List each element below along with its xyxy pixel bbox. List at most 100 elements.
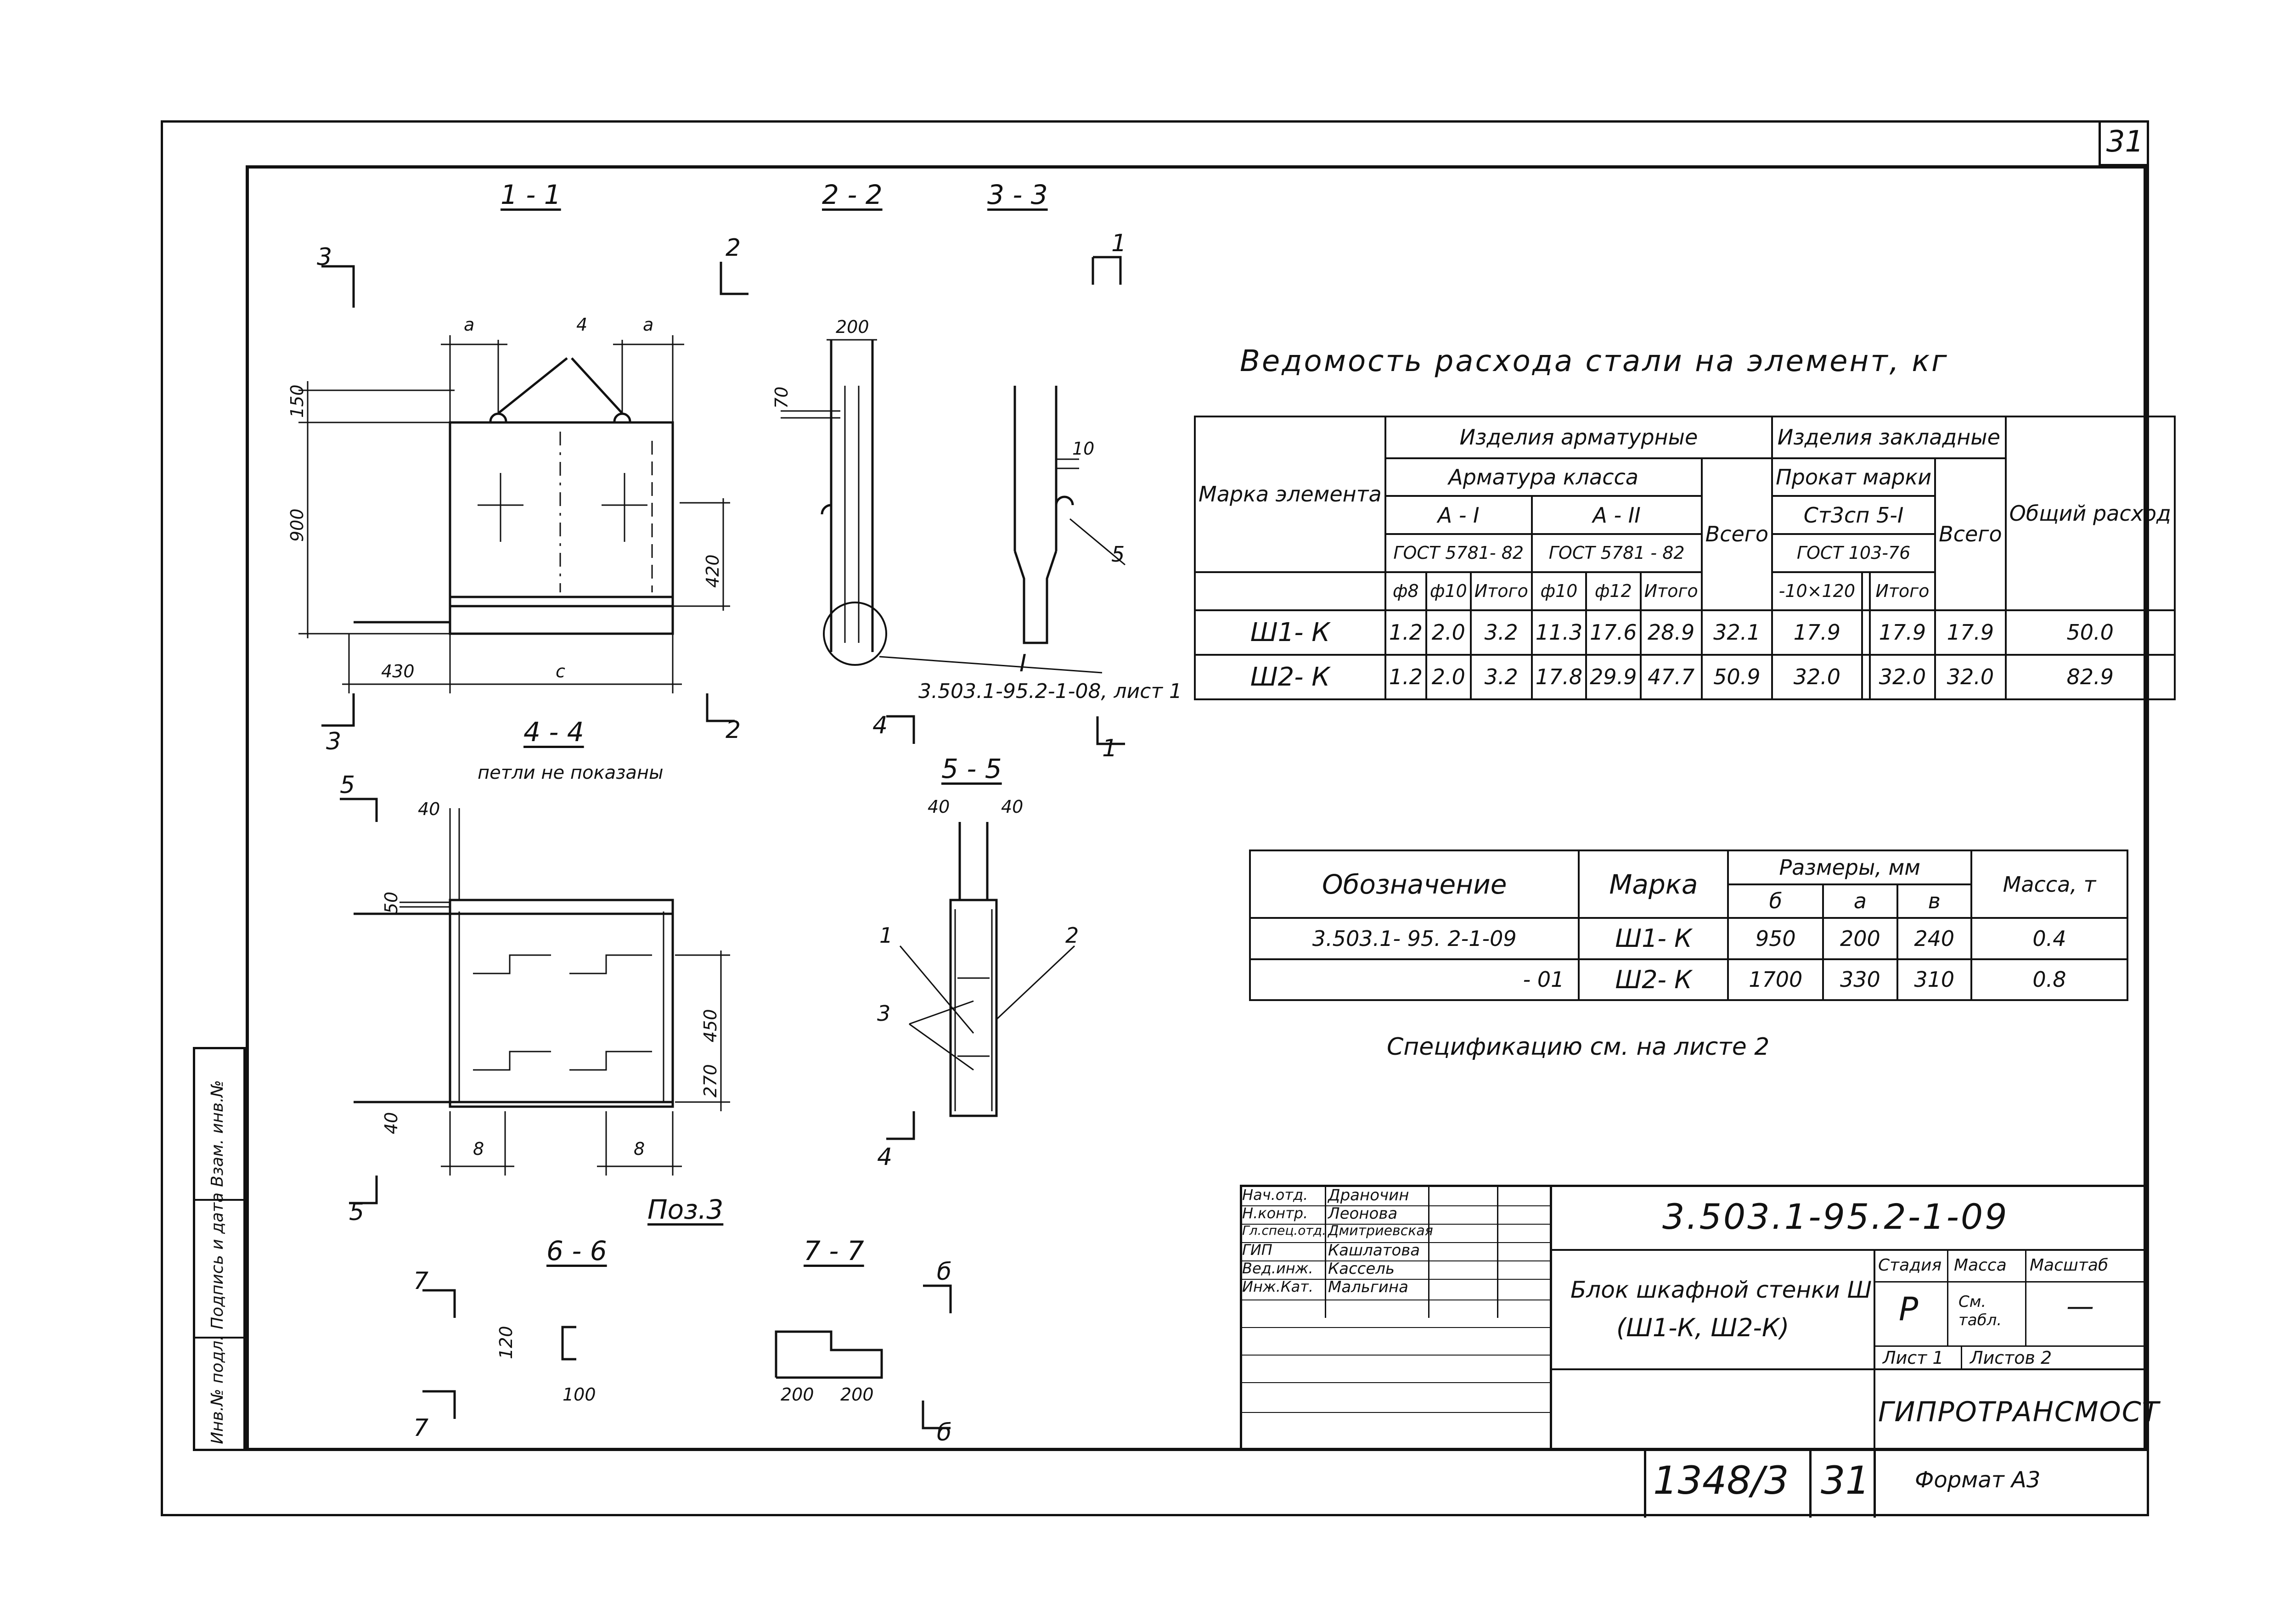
cell: Ш1- К <box>1578 917 1729 960</box>
cell: 3.503.1- 95. 2-1-09 <box>1249 917 1580 960</box>
cell: 32.0 <box>1771 653 1863 701</box>
dim-50: 50 <box>381 891 401 914</box>
th-f10b: ф10 <box>1531 571 1587 611</box>
steel-table-title: Ведомость расхода стали на элемент, кг <box>1240 344 1949 378</box>
th-blank <box>1861 571 1871 611</box>
dim-a-right: a <box>643 315 654 335</box>
section-3-3: 3 - 3 <box>987 179 1048 210</box>
specification-note: Спецификацию см. на листе 2 <box>1387 1033 1770 1061</box>
th-designation: Обозначение <box>1249 849 1580 919</box>
document-code: 3.503.1-95.2-1-09 <box>1662 1196 2009 1237</box>
cell: 47.7 <box>1639 653 1703 701</box>
cut-mark-1-top: 1 <box>1111 230 1127 257</box>
dim-420: 420 <box>703 554 723 588</box>
th-1012: -10×120 <box>1771 571 1863 611</box>
th-sizes: Размеры, мм <box>1727 850 1972 885</box>
cell: 17.9 <box>1868 609 1936 656</box>
table-row: 3.503.1- 95. 2-1-09 Ш1- К 950 200 240 0.… <box>1249 917 2129 960</box>
dim-900: 900 <box>287 508 307 542</box>
dim-c: c <box>556 661 565 681</box>
scale-header: Масштаб <box>2030 1256 2109 1275</box>
dim-70: 70 <box>771 386 792 409</box>
th-arm-class: Арматура класса <box>1384 457 1703 497</box>
dim-150: 150 <box>287 384 307 418</box>
name-4: Кассель <box>1328 1260 1395 1278</box>
cut-mark-5-top: 5 <box>340 771 355 799</box>
name-2: Дмитриевская <box>1328 1223 1433 1239</box>
cell: 200 <box>1822 917 1898 960</box>
role-4: Вед.инж. <box>1242 1260 1313 1277</box>
cell: Ш2- К <box>1578 958 1729 1001</box>
table-row: Ш1- К 1.2 2.0 3.2 11.3 17.6 28.9 32.1 17… <box>1194 609 2176 656</box>
name-0: Драночин <box>1328 1186 1409 1204</box>
role-5: Инж.Кат. <box>1242 1278 1313 1295</box>
dim-b-right: 8 <box>634 1139 645 1159</box>
th-embedded: Изделия закладные <box>1771 416 2007 459</box>
th-itogo-1: Итого <box>1469 571 1533 611</box>
section-7-7: 7 - 7 <box>804 1235 864 1266</box>
cell: 32.0 <box>1868 653 1936 701</box>
th-size-a: а <box>1822 883 1898 919</box>
mass-value: См. табл. <box>1958 1293 2002 1329</box>
cell: 17.9 <box>1934 609 2007 656</box>
th-f12: ф12 <box>1585 571 1642 611</box>
scale-value: — <box>2066 1290 2094 1322</box>
dimensions-table: Обозначение Марка Размеры, мм Масса, т б… <box>1249 849 2129 1001</box>
cell: 330 <box>1822 958 1898 1001</box>
dim-b-left: 8 <box>473 1139 484 1159</box>
th-mass: Масса, т <box>1970 849 2129 919</box>
th-vsego-1: Всего <box>1700 457 1773 611</box>
th-gost-3: ГОСТ 103-76 <box>1771 533 1936 573</box>
side-stamp-replacement: Взам. инв.№ <box>208 1080 227 1187</box>
th-AI: А - I <box>1384 495 1533 535</box>
pos3-label: Поз.3 <box>647 1194 724 1225</box>
cell: 2.0 <box>1425 609 1472 656</box>
cell: 17.9 <box>1771 609 1863 656</box>
cell: 50.9 <box>1700 653 1773 701</box>
cell: 1.2 <box>1384 609 1427 656</box>
role-0: Нач.отд. <box>1242 1186 1308 1204</box>
th-gost-2: ГОСТ 5781 - 82 <box>1531 533 1703 573</box>
dim-430: 430 <box>381 661 415 681</box>
dim-40-5-5-right: 40 <box>1001 797 1024 817</box>
paper-format: Формат А3 <box>1915 1467 2041 1493</box>
cell: - 01 <box>1249 958 1580 1001</box>
loops-not-shown-note: петли не показаны <box>478 762 664 783</box>
cut-mark-1-bottom: 1 <box>1102 735 1118 762</box>
cell: 29.9 <box>1585 653 1642 701</box>
detail-I-label: I <box>1019 650 1027 677</box>
th-empty <box>1194 571 1386 611</box>
cell <box>1861 609 1871 656</box>
cut-mark-6-top: б <box>937 1258 952 1286</box>
cell: 28.9 <box>1639 609 1703 656</box>
cut-mark-3-top: 3 <box>317 243 332 271</box>
cut-mark-7-bottom: 7 <box>413 1414 429 1442</box>
th-vsego-2: Всего <box>1934 457 2007 611</box>
th-AII: А - II <box>1531 495 1703 535</box>
name-1: Леонова <box>1328 1204 1398 1223</box>
cell: Ш2- К <box>1194 653 1386 701</box>
cut-mark-6-bottom: б <box>937 1419 952 1446</box>
section-6-6: 6 - 6 <box>546 1235 607 1266</box>
cut-mark-2-bottom: 2 <box>726 716 741 744</box>
cut-mark-3-bottom: 3 <box>326 728 342 755</box>
section-5-5: 5 - 5 <box>941 753 1002 784</box>
title-block <box>1240 1185 2147 1451</box>
dim-200-right: 200 <box>840 1384 874 1405</box>
cell: 32.0 <box>1934 653 2007 701</box>
side-stamp-inventory: Инв.№ подл. <box>208 1335 227 1444</box>
inner-frame <box>246 165 2147 1451</box>
name-5: Мальгина <box>1328 1278 1408 1296</box>
th-armature: Изделия арматурные <box>1384 416 1773 459</box>
sheets-header: Листов 2 <box>1970 1348 2052 1368</box>
th-mark-2: Марка <box>1578 849 1729 919</box>
th-gost-1: ГОСТ 5781- 82 <box>1384 533 1533 573</box>
cut-mark-7-top: 7 <box>413 1267 429 1295</box>
cell: 82.9 <box>2004 653 2176 701</box>
cell: 11.3 <box>1531 609 1587 656</box>
document-name-line1: Блок шкафной стенки Ш <box>1570 1277 1872 1303</box>
th-itogo-2: Итого <box>1639 571 1703 611</box>
stage-value: Р <box>1899 1290 1919 1328</box>
cut-mark-2-top: 2 <box>726 234 741 262</box>
